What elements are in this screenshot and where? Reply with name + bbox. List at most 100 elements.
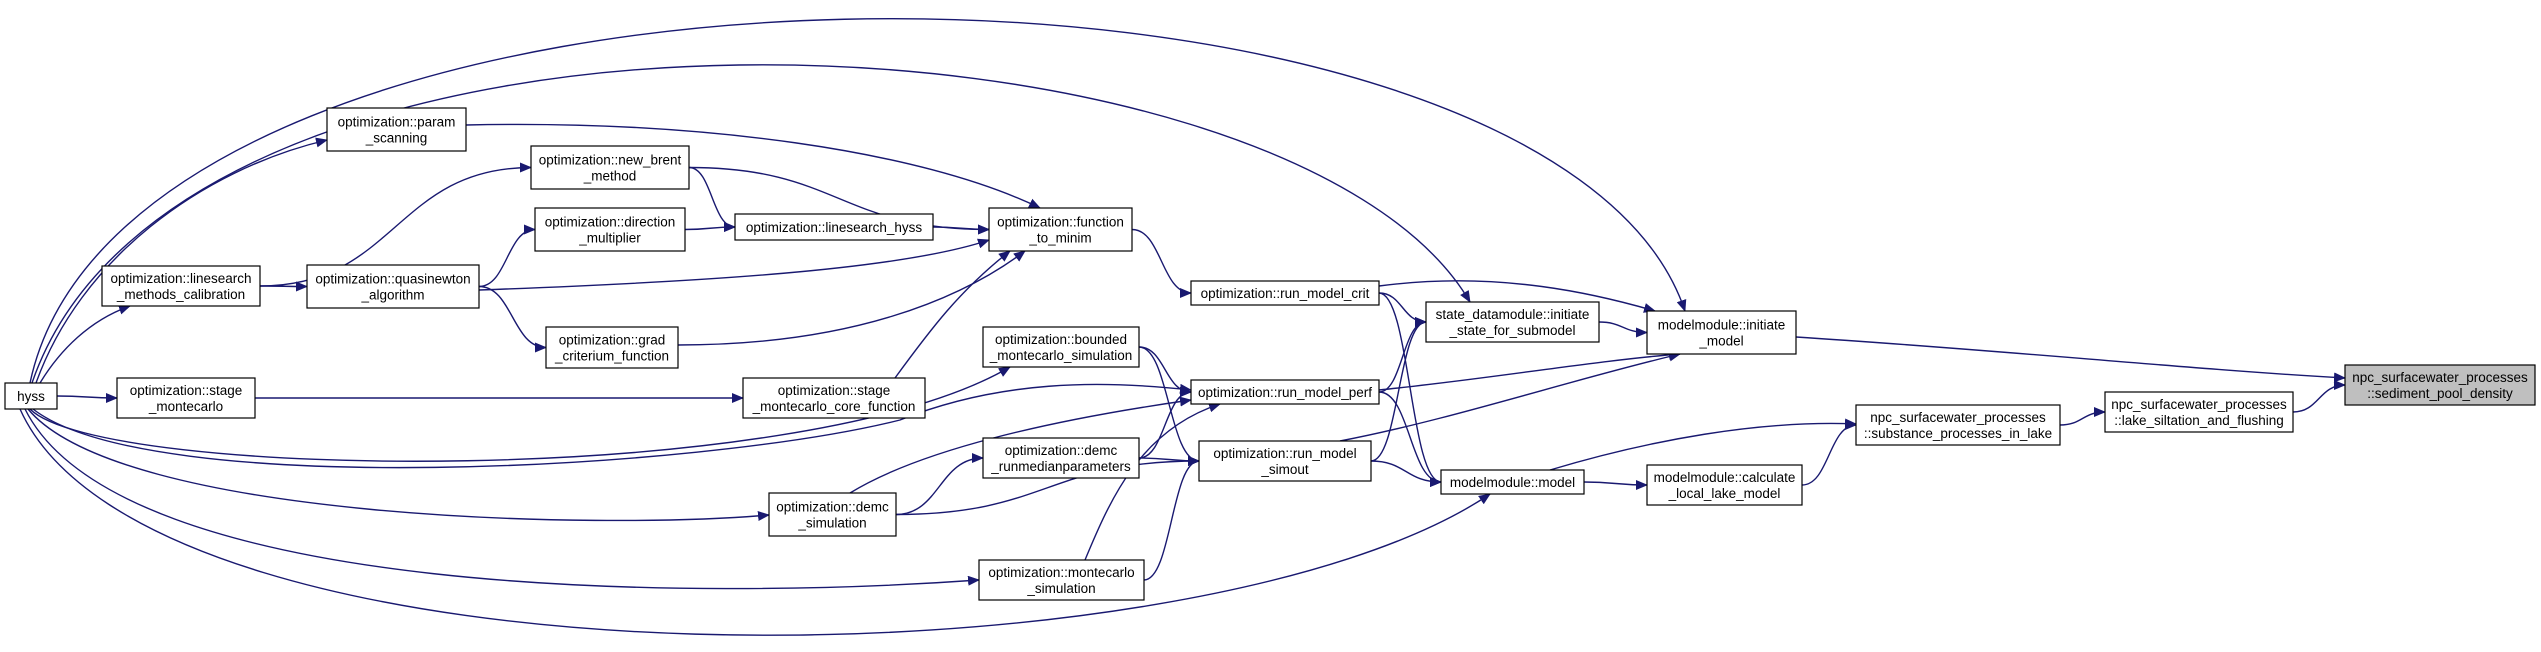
node-param-scanning[interactable]: optimization::param_scanning [326, 107, 467, 152]
node-box [326, 107, 467, 152]
node-mm-initiate[interactable]: modelmodule::initiate_model [1646, 310, 1797, 355]
node-box [742, 377, 926, 419]
node-stage-mc[interactable]: optimization::stage_montecarlo [116, 377, 256, 419]
node-label: modelmodule::initiate [1658, 318, 1786, 333]
node-label: _scanning [365, 131, 428, 146]
node-label: hyss [17, 389, 45, 404]
edge-param-scanning-to-function-to-minim [465, 123, 1041, 209]
node-quasinewton[interactable]: optimization::quasinewton_algorithm [306, 264, 480, 309]
node-box [734, 213, 934, 241]
node-layer: hyss optimization::linesearch_methods_cal… [4, 107, 2536, 601]
edge-hyss-to-demc-sim [27, 408, 770, 522]
node-box [1646, 464, 1803, 506]
node-box [1855, 404, 2061, 446]
node-label: modelmodule::calculate [1654, 470, 1796, 485]
node-box [1440, 469, 1585, 495]
node-box [306, 264, 480, 309]
node-label: optimization::grad [559, 333, 666, 348]
edge-mm-model-to-npc-substance [1549, 418, 1857, 471]
node-label: optimization::new_brent [539, 153, 682, 168]
node-bounded-mc[interactable]: optimization::bounded_montecarlo_simulat… [982, 326, 1140, 368]
edge-bounded-mc-to-run-model-simout [1138, 346, 1200, 466]
edge-demc-sim-to-demc-runmedian [895, 453, 984, 516]
node-linesearch-cal[interactable]: optimization::linesearch_methods_calibra… [101, 265, 261, 307]
edge-quasinewton-to-function-to-minim [478, 238, 990, 291]
node-label: optimization::linesearch_hyss [746, 220, 923, 235]
node-npc-lake-silt[interactable]: npc_surfacewater_processes::lake_siltati… [2104, 391, 2294, 433]
edge-linesearch-hyss-to-function-to-minim [932, 224, 990, 235]
node-label: optimization::function [997, 215, 1124, 230]
node-run-model-simout[interactable]: optimization::run_model_simout [1198, 440, 1372, 482]
node-label: npc_surfacewater_processes [2352, 370, 2528, 385]
node-label: optimization::direction [545, 215, 676, 230]
edge-stage-mc-core-to-function-to-minim [894, 250, 1011, 379]
edge-mm-model-to-mm-calc-lake [1583, 479, 1648, 490]
node-direction-mult[interactable]: optimization::direction_multiplier [534, 207, 686, 252]
edge-run-model-perf-to-mm-initiate [1378, 349, 1681, 391]
edge-mm-calc-lake-to-npc-substance [1801, 420, 1857, 486]
node-label: _montecarlo [148, 399, 223, 414]
edge-quasinewton-to-direction-mult [478, 224, 536, 288]
edge-montecarlo-sim-to-run-model-perf [1084, 402, 1221, 561]
node-montecarlo-sim[interactable]: optimization::montecarlo_simulation [978, 559, 1145, 601]
node-demc-runmedian[interactable]: optimization::demc_runmedianparameters [982, 437, 1140, 479]
node-run-model-crit[interactable]: optimization::run_model_crit [1190, 280, 1380, 306]
node-box [530, 145, 690, 190]
node-label: _local_lake_model [1668, 486, 1781, 501]
node-label: _methods_calibration [116, 287, 245, 302]
node-label: optimization::bounded [995, 332, 1127, 347]
edge-run-model-simout-to-mm-initiate [1339, 351, 1681, 442]
node-label: optimization::param [338, 115, 456, 130]
node-function-to-minim[interactable]: optimization::function_to_minim [988, 207, 1133, 252]
node-state-init[interactable]: state_datamodule::initiate_state_for_sub… [1425, 301, 1600, 343]
edge-run-model-perf-to-state-init [1378, 317, 1427, 393]
node-label: _simulation [797, 516, 866, 531]
node-run-model-perf[interactable]: optimization::run_model_perf [1190, 379, 1380, 405]
edge-demc-sim-to-run-model-simout [895, 456, 1200, 516]
node-box [534, 207, 686, 252]
node-label: _state_for_submodel [1448, 323, 1575, 338]
node-label: _model [1698, 334, 1743, 349]
edge-hyss-to-state-init [31, 64, 1471, 384]
node-npc-sediment[interactable]: npc_surfacewater_processes::sediment_poo… [2344, 364, 2536, 406]
node-demc-sim[interactable]: optimization::demc_simulation [768, 492, 897, 537]
node-new-brent[interactable]: optimization::new_brent_method [530, 145, 690, 190]
node-box [982, 326, 1140, 368]
edge-linesearch-cal-to-quasinewton [259, 281, 308, 292]
node-label: modelmodule::model [1450, 475, 1575, 490]
edge-run-model-crit-to-mm-model [1378, 292, 1442, 487]
node-label: ::substance_processes_in_lake [1864, 426, 2052, 441]
edge-demc-runmedian-to-run-model-simout [1138, 455, 1200, 466]
node-hyss[interactable]: hyss [4, 382, 58, 410]
node-label: optimization::quasinewton [315, 272, 470, 287]
node-label: optimization::stage [778, 383, 891, 398]
edge-hyss-to-mm-model [19, 408, 1491, 636]
node-box [1425, 301, 1600, 343]
edge-run-model-simout-to-mm-model [1370, 460, 1442, 487]
node-label: optimization::demc [776, 500, 889, 515]
node-label: optimization::run_model [1213, 446, 1356, 461]
node-label: npc_surfacewater_processes [2111, 397, 2287, 412]
node-label: _montecarlo_core_function [752, 399, 916, 414]
node-stage-mc-core[interactable]: optimization::stage_montecarlo_core_func… [742, 377, 926, 419]
node-mm-calc-lake[interactable]: modelmodule::calculate_local_lake_model [1646, 464, 1803, 506]
node-label: npc_surfacewater_processes [1870, 410, 2046, 425]
node-label: state_datamodule::initiate [1436, 307, 1590, 322]
node-mm-model[interactable]: modelmodule::model [1440, 469, 1585, 495]
node-box [116, 377, 256, 419]
edge-new-brent-to-linesearch-hyss [688, 166, 736, 232]
node-label: optimization::stage [130, 383, 243, 398]
edge-hyss-to-linesearch-cal [39, 304, 131, 384]
edge-demc-runmedian-to-run-model-perf [1138, 387, 1192, 459]
node-box [982, 437, 1140, 479]
edge-direction-mult-to-linesearch-hyss [684, 222, 736, 233]
edge-state-init-to-mm-initiate [1598, 321, 1648, 338]
node-linesearch-hyss[interactable]: optimization::linesearch_hyss [734, 213, 934, 241]
node-label: _montecarlo_simulation [989, 348, 1133, 363]
node-grad-crit[interactable]: optimization::grad_criterium_function [545, 326, 679, 369]
node-npc-substance[interactable]: npc_surfacewater_processes::substance_pr… [1855, 404, 2061, 446]
node-box [988, 207, 1133, 252]
node-label: optimization::run_model_perf [1198, 385, 1372, 400]
node-label: _criterium_function [554, 349, 669, 364]
edge-hyss-to-mm-initiate [29, 18, 1687, 384]
